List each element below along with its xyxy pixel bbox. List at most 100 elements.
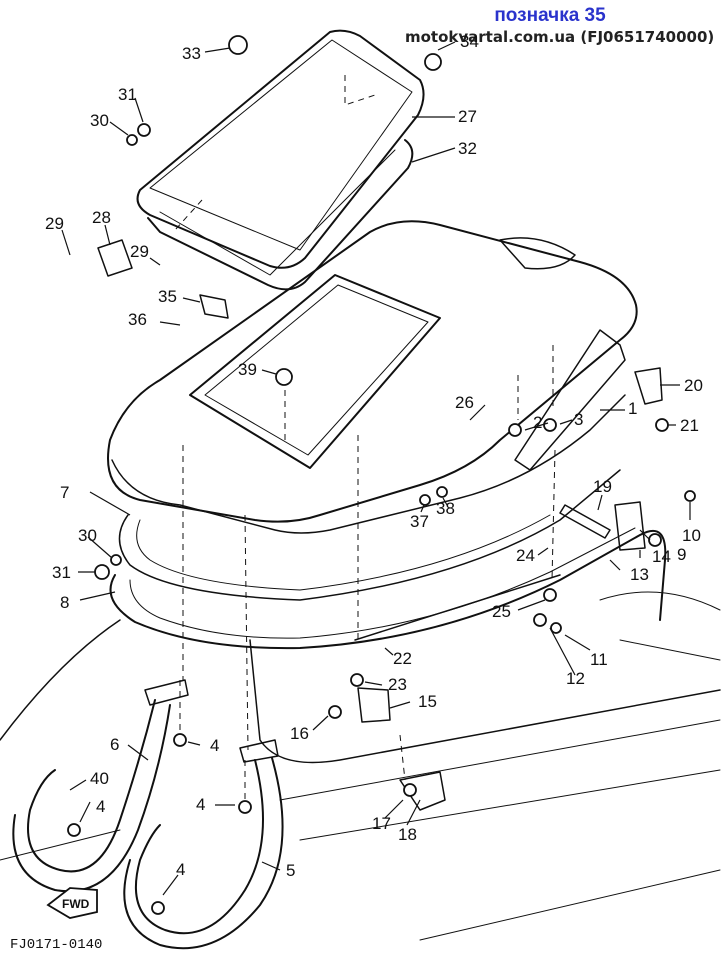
seal-strip-inner (136, 514, 551, 591)
callout-1: 1 (628, 399, 637, 418)
deck-right-strip (514, 329, 626, 471)
callout-15: 15 (418, 692, 437, 711)
alignment-dashes (174, 75, 556, 800)
callout-34: 34 (460, 32, 479, 51)
hull-outline (0, 619, 721, 764)
nut-17 (403, 783, 417, 797)
callout-5: 5 (286, 861, 295, 880)
callout-39: 39 (238, 360, 257, 379)
nut-25 (543, 588, 557, 602)
source-watermark: motokvartal.com.ua (FJ0651740000) (405, 28, 715, 46)
callout-numbers: 33 34 31 30 27 32 29 28 29 35 36 39 20 1… (45, 32, 703, 880)
callout-24: 24 (516, 546, 535, 565)
callout-38: 38 (436, 499, 455, 518)
strip-19 (559, 504, 611, 539)
nut-23 (350, 673, 364, 687)
nut-12 (533, 613, 547, 627)
latch-9 (614, 501, 646, 551)
callout-4-upper: 4 (210, 736, 219, 755)
callout-32: 32 (458, 139, 477, 158)
bolt-16 (328, 705, 342, 719)
callout-7: 7 (60, 483, 69, 502)
hatch-lid-inner (149, 39, 413, 251)
nut-31-left (94, 564, 110, 580)
leader-lines (61, 41, 691, 896)
latch-35 (199, 294, 229, 319)
nut-4-b (238, 800, 252, 814)
callout-40: 40 (90, 769, 109, 788)
bushing-3 (543, 418, 557, 432)
callout-17: 17 (372, 814, 391, 833)
nut-4-a (173, 733, 187, 747)
callout-20: 20 (684, 376, 703, 395)
callout-30-left: 30 (78, 526, 97, 545)
callout-27: 27 (458, 107, 477, 126)
plate-15 (357, 687, 391, 723)
figure-code: FJ0171-0140 (10, 937, 103, 953)
callout-16: 16 (290, 724, 309, 743)
strap-22 (354, 574, 561, 641)
callout-29-left: 29 (45, 214, 64, 233)
plate-18 (399, 771, 446, 811)
lid-gasket (147, 139, 414, 291)
nut-4-c (67, 823, 81, 837)
callout-36: 36 (128, 310, 147, 329)
hatch-lid-outline (136, 29, 425, 269)
fasteners (67, 35, 696, 915)
diagram-tag-label: позначка 35 (494, 5, 606, 26)
washer-30-left (110, 554, 122, 566)
callout-25: 25 (492, 602, 511, 621)
lid-gasket-inner (159, 149, 396, 276)
deck-cover-lower-edge (111, 394, 626, 534)
callout-37: 37 (410, 512, 429, 531)
hatch-opening-inner (204, 284, 429, 456)
callout-23: 23 (388, 675, 407, 694)
callout-35: 35 (158, 287, 177, 306)
nut-4-d (151, 901, 165, 915)
callout-19: 19 (593, 477, 612, 496)
bracket-6-top (144, 679, 189, 706)
bushing-2 (508, 423, 522, 437)
callout-22: 22 (393, 649, 412, 668)
callout-2: 2 (533, 413, 542, 432)
callout-12: 12 (566, 669, 585, 688)
vent-grille (499, 237, 576, 270)
nut-37 (419, 494, 431, 506)
fwd-label: FWD (62, 897, 90, 911)
callout-3: 3 (574, 410, 583, 429)
washer-30-top (126, 134, 138, 146)
nut-21 (655, 418, 669, 432)
callout-10: 10 (682, 526, 701, 545)
callout-21: 21 (680, 416, 699, 435)
grab-handle-left (12, 699, 171, 893)
hinge-bracket-28 (97, 239, 133, 277)
mount-frame-inner (129, 527, 636, 639)
callout-4-left: 4 (96, 797, 105, 816)
callout-31-top: 31 (118, 85, 137, 104)
callout-6: 6 (110, 735, 119, 754)
hull-right-edge (599, 591, 721, 661)
pin-39 (275, 368, 293, 386)
callout-9: 9 (677, 545, 686, 564)
nut-34 (424, 53, 442, 71)
callout-28: 28 (92, 208, 111, 227)
callout-33: 33 (182, 44, 201, 63)
deck-cover-outline (107, 220, 638, 523)
washer-11 (550, 622, 562, 634)
callout-29-right: 29 (130, 242, 149, 261)
seal-strip (118, 469, 621, 601)
nut-31-top (137, 123, 151, 137)
hatch-opening (189, 274, 441, 469)
callout-30-top: 30 (90, 111, 109, 130)
callout-8: 8 (60, 593, 69, 612)
callout-4-middle: 4 (196, 795, 205, 814)
grab-handle-right (123, 757, 284, 950)
callout-4-bottom: 4 (176, 860, 185, 879)
block-14 (648, 533, 662, 547)
callout-18: 18 (398, 825, 417, 844)
bolt-10 (684, 490, 696, 502)
callout-11: 11 (590, 650, 608, 669)
callout-31-left: 31 (52, 563, 71, 582)
fwd-arrow (46, 887, 98, 919)
